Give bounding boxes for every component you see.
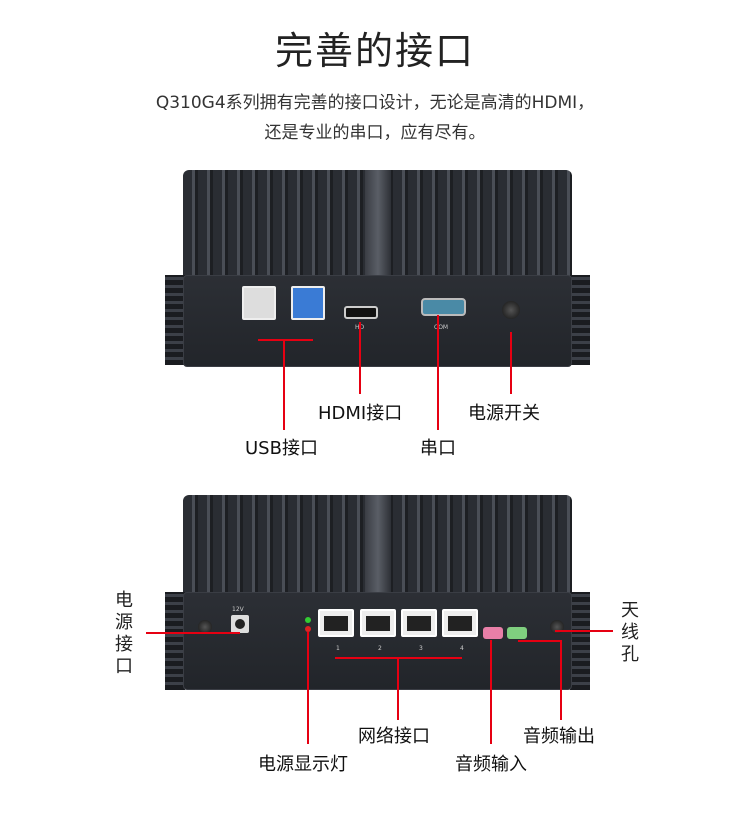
serial-port [421,298,466,316]
power-led-label: 电源显示灯 [258,754,348,775]
audio-in-jack [483,627,503,639]
lan-mark-4: 4 [460,645,464,652]
dc-jack [231,615,249,633]
antenna-callout-line [555,630,613,632]
lan-port-4 [442,609,478,637]
hdmi-label: HDMI接口 [318,403,403,424]
power-button [502,301,520,319]
hdmi-port [344,306,378,319]
audio-out-callout-v [560,640,562,720]
audio-out-callout-h [518,640,561,642]
power-led-green [305,617,311,623]
side-fins-right [570,275,590,365]
audio-out-jack [507,627,527,639]
rear-panel: 12V 1 2 3 4 [183,592,572,690]
side-fins-left [165,592,185,690]
network-label: 网络接口 [358,726,430,747]
power-led-red [305,626,311,632]
heatsink-spine [365,495,391,595]
lan-port-2 [360,609,396,637]
usb-callout-line [283,340,285,430]
lan-callout-line [397,658,399,720]
antenna-label: 天线孔 [621,600,639,665]
usb2-port [242,286,276,320]
com-mark: COM [434,324,449,331]
serial-label: 串口 [420,438,456,459]
usb3-port [291,286,325,320]
hdmi-callout-line [359,322,361,394]
lan-mark-1: 1 [336,645,340,652]
audio-in-callout-line [490,640,492,744]
usb-bracket-line [258,339,313,341]
dc-mark: 12V [232,606,244,613]
lan-mark-3: 3 [419,645,423,652]
usb-label: USB接口 [245,438,318,459]
side-fins-right [570,592,590,690]
lan-port-1 [318,609,354,637]
front-device: HD COM [165,170,590,370]
rear-device: 12V 1 2 3 4 [165,495,590,695]
subtitle-line-2: 还是专业的串口，应有尽有。 [264,123,486,143]
front-panel: HD COM [183,275,572,367]
page-title: 完善的接口 [274,29,475,73]
lan-mark-2: 2 [378,645,382,652]
power-led-callout-line [307,632,309,744]
power-port-callout-line [146,632,240,634]
heatsink-spine [365,170,391,278]
power-switch-label: 电源开关 [468,403,540,424]
power-port-label: 电源接口 [115,590,133,677]
antenna-hole-left [198,620,212,634]
side-fins-left [165,275,185,365]
power-switch-callout-line [510,332,512,394]
audio-out-label: 音频输出 [523,726,595,747]
subtitle-line-1: Q310G4系列拥有完善的接口设计，无论是高清的HDMI， [155,93,595,113]
lan-port-3 [401,609,437,637]
serial-callout-line [437,315,439,430]
audio-in-label: 音频输入 [455,754,527,775]
